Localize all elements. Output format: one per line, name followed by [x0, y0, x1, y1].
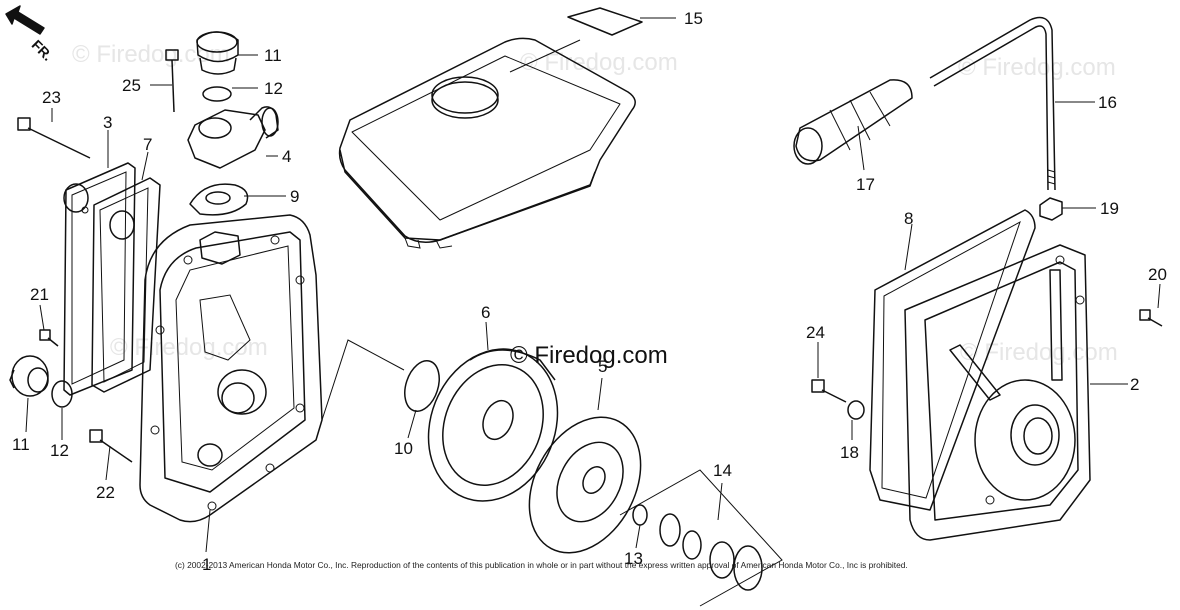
- part-4-elbow-fitting: [187, 106, 279, 169]
- part-7-gasket: [91, 177, 161, 393]
- callout-10: 10: [394, 439, 413, 458]
- part-18-washer: [847, 400, 865, 420]
- callout-22: 22: [96, 483, 115, 502]
- part-25-stud-bolt: [165, 49, 179, 113]
- watermark-main: © Firedog.com: [510, 342, 668, 369]
- part-9-gasket: [189, 183, 249, 216]
- part-17-handle-grip: [793, 79, 913, 165]
- callout-1: 1: [202, 555, 211, 574]
- watermark-mid-left: © Firedog.com: [110, 334, 268, 361]
- leader-lines: [25, 17, 1161, 553]
- callout-labels: 15 11 12 25 23 3 7 4 9 21 11 12 22 1 10 …: [12, 9, 1167, 574]
- callout-19: 19: [1100, 199, 1119, 218]
- callout-13: 13: [624, 549, 643, 568]
- part-21-bolt: [39, 329, 59, 347]
- callout-12-lower: 12: [50, 441, 69, 460]
- part-11-drain-plug-lower: [9, 355, 49, 397]
- part-24-bolt: [811, 379, 847, 403]
- callout-11-top: 11: [264, 46, 282, 65]
- part-2-pump-cover: [904, 244, 1091, 541]
- part-13-washer: [632, 504, 648, 526]
- callout-5: 5: [598, 357, 607, 376]
- front-direction-arrow-icon: [5, 5, 45, 35]
- callout-7: 7: [143, 135, 152, 154]
- callout-4: 4: [282, 147, 291, 166]
- callout-18: 18: [840, 443, 859, 462]
- callout-21: 21: [30, 285, 49, 304]
- callout-3: 3: [103, 113, 112, 132]
- callout-20: 20: [1148, 265, 1167, 284]
- callout-8: 8: [904, 209, 913, 228]
- fuel-tank: [338, 37, 636, 249]
- callout-25: 25: [122, 76, 141, 95]
- part-10-o-ring: [404, 360, 440, 412]
- copyright-notice: (c) 2002-2013 American Honda Motor Co., …: [175, 560, 908, 570]
- callout-2: 2: [1130, 375, 1139, 394]
- callout-11-lower: 11: [12, 435, 30, 454]
- part-20-bolt: [1139, 309, 1163, 327]
- watermark-mid-right: © Firedog.com: [960, 339, 1118, 366]
- callout-9: 9: [290, 187, 299, 206]
- part-15-label-sticker: [567, 7, 643, 36]
- watermark-top-right: © Firedog.com: [958, 54, 1116, 81]
- part-12-o-ring-top: [202, 86, 232, 102]
- callout-23: 23: [42, 88, 61, 107]
- callout-14: 14: [713, 461, 732, 480]
- part-3-cover-plate: [63, 162, 136, 396]
- part-16-handle-rod: [929, 16, 1056, 191]
- callout-24: 24: [806, 323, 825, 342]
- part-22-bolt: [89, 429, 133, 463]
- watermark-top-center: © Firedog.com: [520, 49, 678, 76]
- callout-12-top: 12: [264, 79, 283, 98]
- part-8-gasket: [869, 209, 1036, 511]
- part-19-nut: [1039, 197, 1063, 221]
- part-1-pump-housing: [139, 214, 323, 523]
- callout-16: 16: [1098, 93, 1117, 112]
- part-6-volute-case: [427, 348, 559, 502]
- callout-17: 17: [856, 175, 875, 194]
- part-12-o-ring-lower: [51, 380, 73, 408]
- callout-15: 15: [684, 9, 703, 28]
- part-14-mechanical-seal: [619, 469, 783, 607]
- callout-6: 6: [481, 303, 490, 322]
- front-label: FR.: [29, 37, 56, 64]
- part-23-bolt: [17, 117, 91, 159]
- part-5-impeller: [528, 416, 642, 554]
- watermark-top-left: © Firedog.com: [72, 41, 230, 68]
